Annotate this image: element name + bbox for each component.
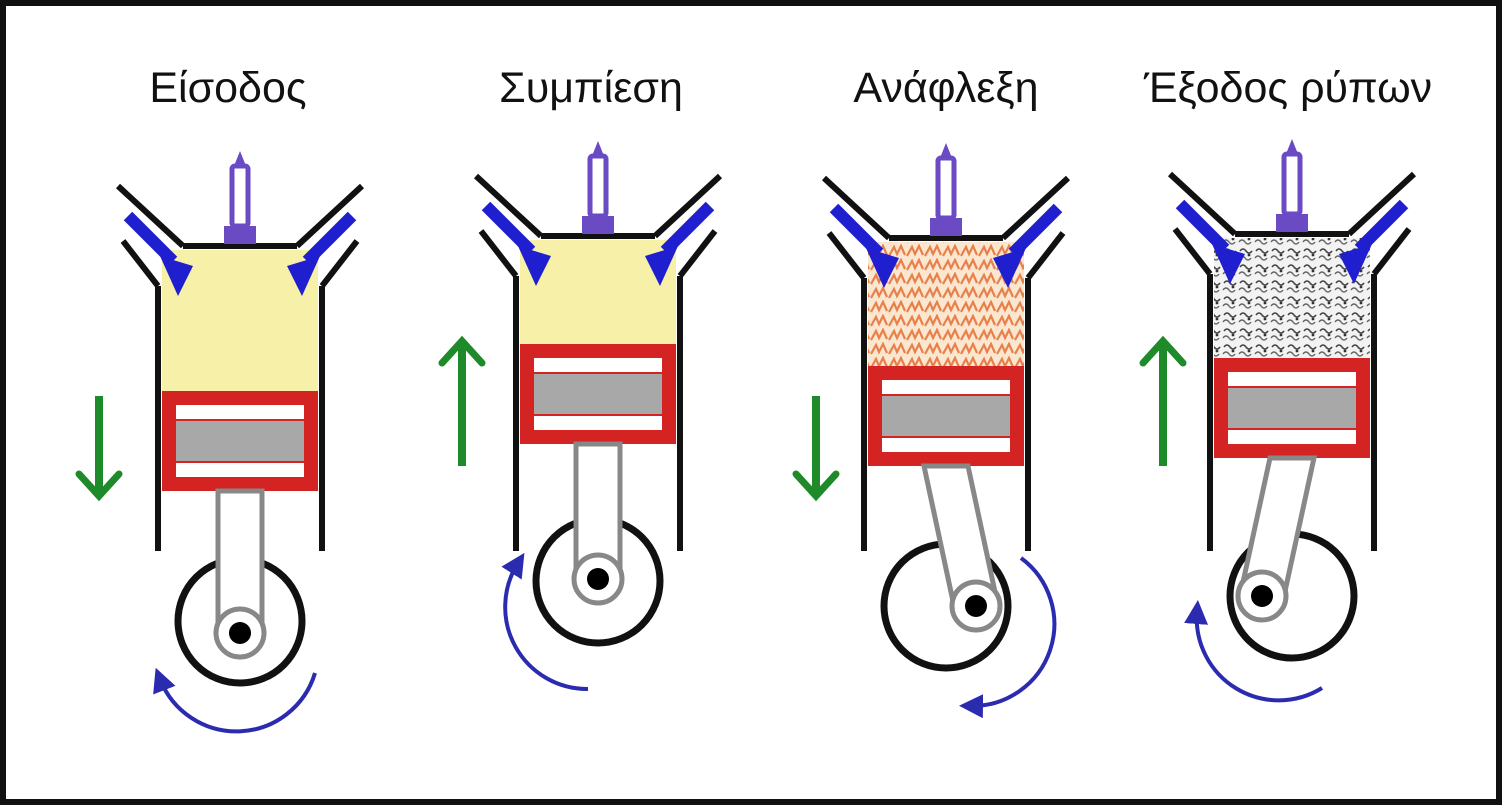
exhaust-valve-stem [1008,203,1063,258]
piston-ring [534,358,662,372]
stage-title-ignition: Ανάφλεξη [853,64,1039,112]
intake-port-outer [115,183,186,249]
exhaust-port-outer [1346,171,1417,237]
piston-ring [882,438,1010,452]
piston-ring [882,380,1010,394]
spark-plug-nut [224,226,256,244]
exhaust-valve-head [993,248,1026,288]
piston-motion-arrow-head [75,470,123,502]
piston-core [176,421,304,461]
port-wall-right [1371,227,1412,276]
crank-pin [965,595,987,617]
intake-port-outer [1167,171,1238,237]
spark-plug-body [1281,151,1303,217]
intake-valve-head [160,256,193,296]
intake-valve-stem [123,211,178,266]
exhaust-port-outer [294,183,365,249]
port-wall-right [677,229,718,278]
port-wall-left [478,229,519,278]
piston-core [534,374,662,414]
intake-valve-stem [829,203,884,258]
spark-plug-tip [1286,139,1298,154]
spark-plug-body [935,155,957,221]
stage-title-compression: Συμπίεση [499,64,683,112]
spark-plug-tip [940,143,952,158]
engine-cycle-illustration [75,139,1417,734]
spark-plug-nut [582,216,614,234]
engine-stage-3 [792,143,1071,719]
piston-core [882,396,1010,436]
crank-rotation-arrow [501,552,589,692]
exhaust-port-outer [652,173,723,239]
engine-stage-1 [75,151,365,734]
intake-valve-stem [481,201,536,256]
piston-ring [176,405,304,419]
spark-plug-tip [234,151,246,166]
intake-valve-head [1212,244,1245,284]
port-wall-left [120,239,161,288]
spark-plug-nut [930,218,962,236]
engine-stage-2 [438,141,723,692]
exhaust-valve-head [645,246,678,286]
spark-plug-body [229,163,251,229]
port-wall-right [319,239,360,288]
intake-port-outer [821,175,892,241]
exhaust-valve-stem [302,211,357,266]
piston-motion-arrow-head [792,470,840,502]
spark-plug-nut [1276,214,1308,232]
spark-plug-body [587,153,609,219]
piston-ring [534,416,662,430]
piston-motion-arrow-head [1139,335,1187,367]
intake-valve-head [518,246,551,286]
exhaust-valve-head [1339,244,1372,284]
crank-rotation-arrow [153,667,317,734]
piston-core [1228,388,1356,428]
spark-plug-tip [592,141,604,156]
stage-title-exhaust: Έξοδος ρύπων [1143,64,1433,112]
crank-pin [229,622,251,644]
exhaust-valve-stem [660,201,715,256]
piston-ring [176,463,304,477]
exhaust-port-outer [1000,175,1071,241]
intake-port-outer [473,173,544,239]
intake-valve-head [866,248,899,288]
port-wall-left [1172,227,1213,276]
crank-rotation-arrow [1184,600,1324,703]
piston-ring [1228,430,1356,444]
port-wall-left [826,231,867,280]
crank-pin [587,568,609,590]
exhaust-valve-head [287,256,320,296]
stage-title-intake: Είσοδος [149,64,307,112]
crank-pin [1251,585,1273,607]
exhaust-valve-stem [1354,199,1409,254]
piston-ring [1228,372,1356,386]
port-wall-right [1025,231,1066,280]
crank-rotation-arrow [959,556,1057,719]
engine-stage-4 [1139,139,1417,703]
intake-valve-stem [1175,199,1230,254]
piston-motion-arrow-head [438,335,486,367]
